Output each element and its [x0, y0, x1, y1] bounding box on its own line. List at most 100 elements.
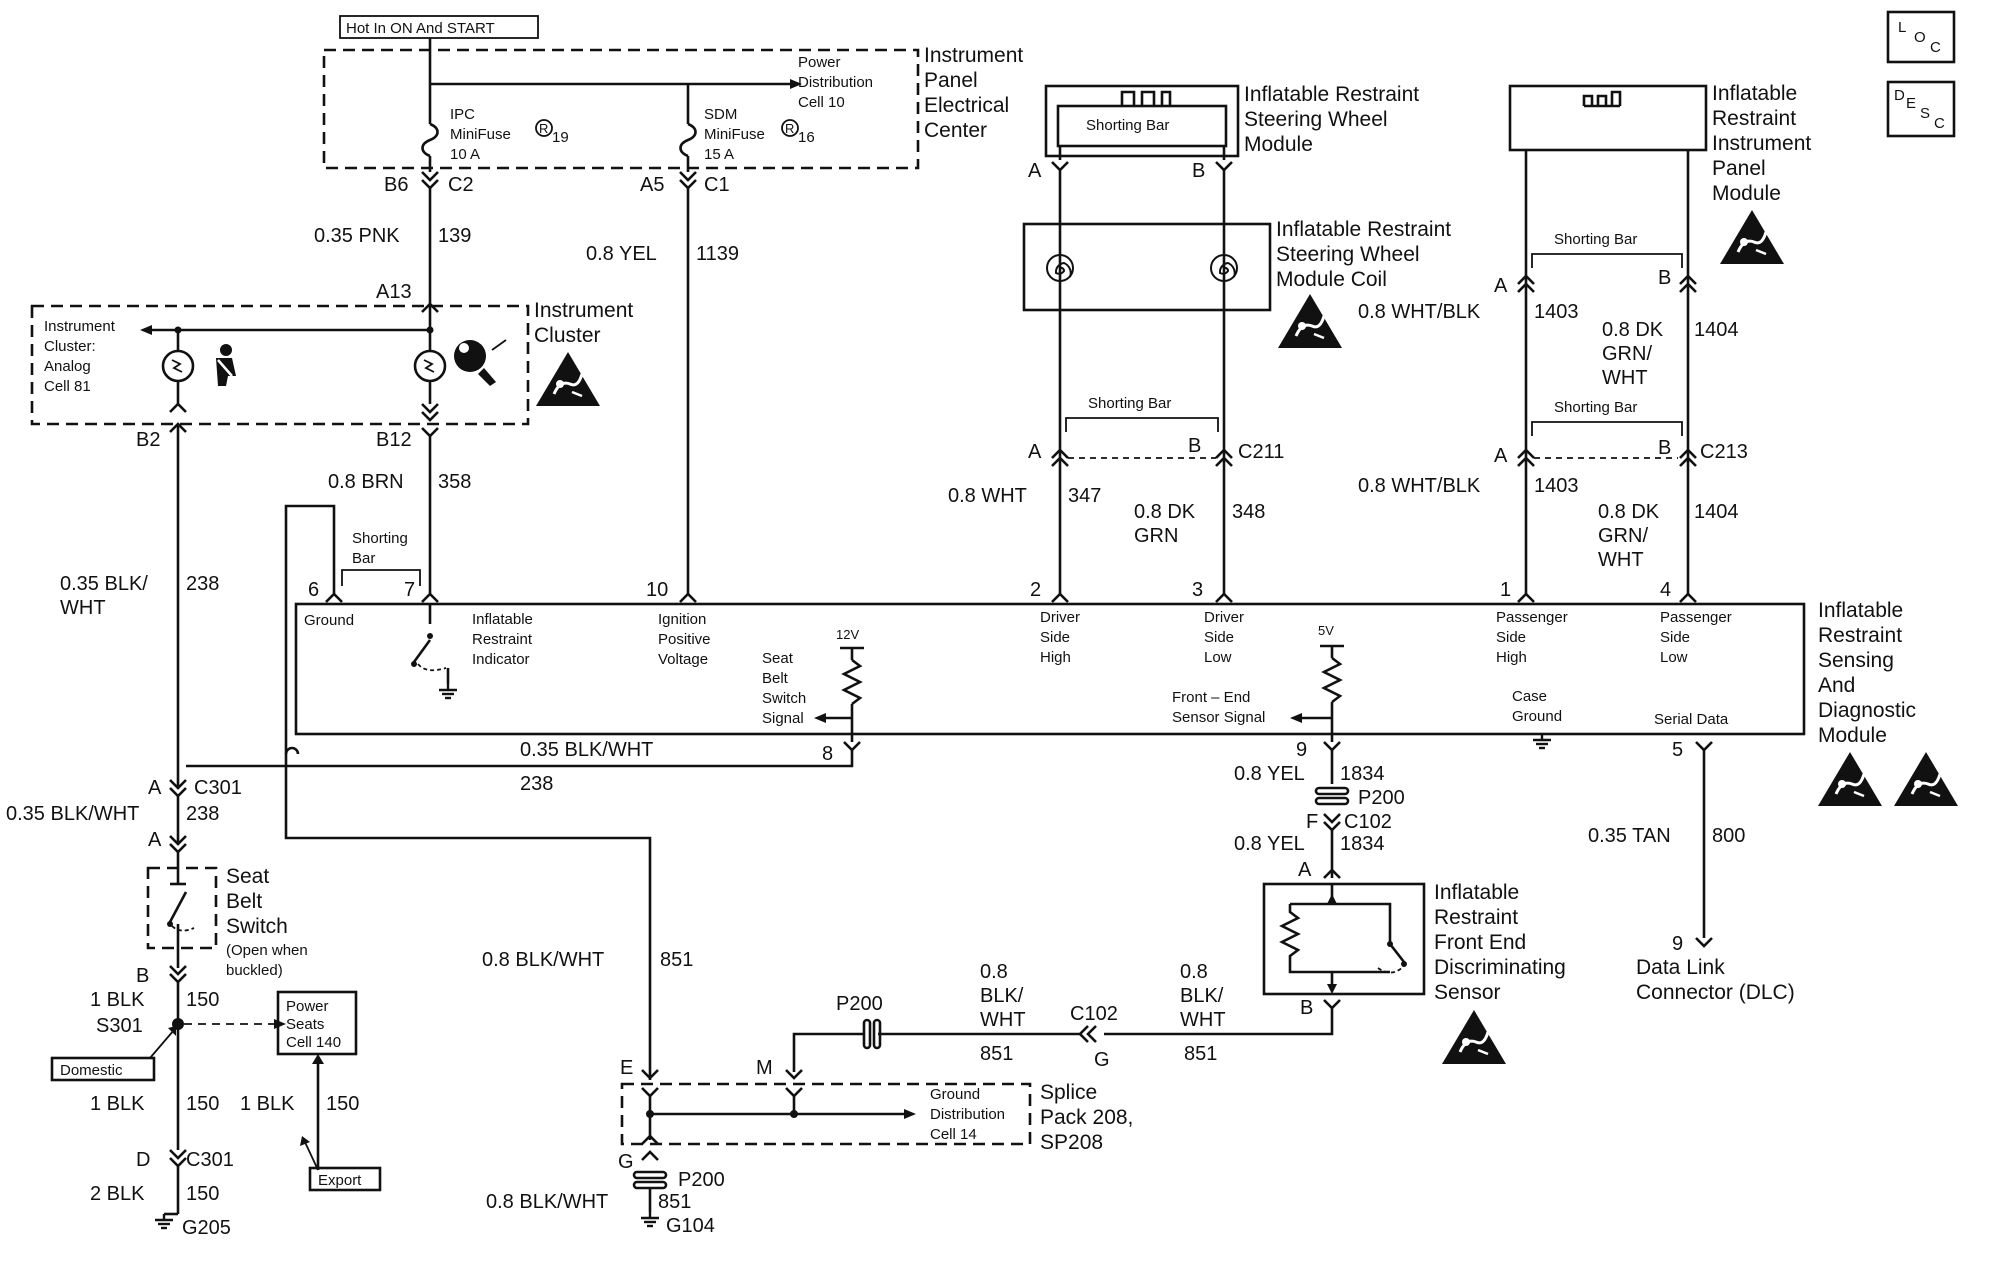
wire-800-number: 800 — [1712, 825, 1745, 847]
ipec-label-2: Panel — [924, 69, 978, 92]
connector-p200: P200 — [678, 1169, 725, 1191]
wire-1404-gauge-3: WHT — [1598, 549, 1644, 571]
esd-warning-icon — [1816, 750, 1884, 808]
serial-data-label: Serial Data — [1654, 711, 1729, 728]
passenger-low-label-1: Passenger — [1660, 609, 1732, 626]
connector-a: A — [1028, 441, 1042, 463]
hot-in-box — [339, 15, 539, 39]
wire-139-number: 139 — [438, 225, 471, 247]
ignition-label-3: Voltage — [658, 651, 708, 668]
wire-238-number: 238 — [186, 573, 219, 595]
wire-150-gauge: 1 BLK — [240, 1093, 295, 1115]
esd-warning-icon — [1718, 208, 1786, 266]
airbag-icon — [454, 339, 507, 386]
connector-a: A — [148, 777, 162, 799]
sdm-fuse-number: 16 — [798, 129, 815, 146]
pin-9: 9 — [1672, 933, 1683, 955]
wire-348-number: 348 — [1232, 501, 1265, 523]
voltage-12v: 12V — [836, 627, 859, 642]
wire-1404-number: 1404 — [1694, 319, 1739, 341]
connector-f: F — [1306, 811, 1318, 833]
domestic-label: Domestic — [60, 1062, 123, 1079]
wire-851-gauge-3: WHT — [1180, 1009, 1226, 1031]
connector-c102: C102 — [1070, 1003, 1118, 1025]
driver-high-label-2: Side — [1040, 629, 1070, 646]
pin-3: 3 — [1192, 579, 1203, 601]
power-seats-label-2: Seats — [286, 1016, 324, 1033]
front-end-signal-label-1: Front – End — [1172, 689, 1250, 706]
driver-high-label-3: High — [1040, 649, 1071, 666]
shorting-bar-label-1: Shorting — [352, 530, 408, 547]
connector-g: G — [618, 1151, 634, 1173]
indicator-label-2: Restraint — [472, 631, 533, 648]
wire-150-gauge: 1 BLK — [90, 1093, 145, 1115]
hot-in-label: Hot In ON And START — [346, 20, 495, 37]
seatbelt-signal-label-2: Belt — [762, 670, 789, 687]
seatbelt-switch-title-2: Belt — [226, 890, 262, 913]
seatbelt-signal-label-3: Switch — [762, 690, 806, 707]
wire-851-gauge-3: WHT — [980, 1009, 1026, 1031]
ignition-label-1: Ignition — [658, 611, 706, 628]
shorting-bar-label: Shorting Bar — [1088, 395, 1171, 412]
passenger-high-label-2: Side — [1496, 629, 1526, 646]
splice-s301: S301 — [96, 1015, 143, 1037]
ground-g104: G104 — [666, 1215, 715, 1237]
seatbelt-signal-label-1: Seat — [762, 650, 794, 667]
wire-1403-gauge: 0.8 WHT/BLK — [1358, 301, 1481, 323]
shorting-bar-label: Shorting Bar — [1554, 399, 1637, 416]
voltage-5v: 5V — [1318, 623, 1334, 638]
pin-4: 4 — [1660, 579, 1671, 601]
desc-letter-c: C — [1934, 115, 1945, 132]
wire-1404-gauge-3: WHT — [1602, 367, 1648, 389]
connector-b2: B2 — [136, 429, 160, 451]
reg-mark: R — [539, 121, 548, 136]
splice-pack: Ground Distribution Cell 14 Splice Pack … — [620, 1081, 1133, 1154]
wire-800-gauge: 0.35 TAN — [1588, 825, 1671, 847]
wire-348-gauge-1: 0.8 DK — [1134, 501, 1196, 523]
reg-mark: R — [785, 121, 794, 136]
coil-title-3: Module Coil — [1276, 268, 1387, 291]
passenger-high-label-1: Passenger — [1496, 609, 1568, 626]
ip-module-title-3: Instrument — [1712, 132, 1811, 155]
connector-b: B — [1300, 997, 1313, 1019]
wire-150-number: 150 — [186, 1093, 219, 1115]
wire-347-number: 347 — [1068, 485, 1101, 507]
ipec-label-3: Electrical — [924, 94, 1009, 117]
case-ground-symbol — [1531, 732, 1553, 750]
seatbelt-switch-note-2: buckled) — [226, 962, 283, 979]
wire-1404-gauge-1: 0.8 DK — [1602, 319, 1664, 341]
connector-a: A — [1028, 160, 1042, 182]
connector-p200: P200 — [836, 993, 883, 1015]
steering-module-title-3: Module — [1244, 133, 1313, 156]
sdm-module: 6 7 10 2 3 1 4 Ground Inflatable Restrai… — [294, 579, 1960, 808]
shorting-bar-label: Shorting Bar — [1554, 231, 1637, 248]
pin-1: 1 — [1500, 579, 1511, 601]
connector-a13: A13 — [376, 281, 412, 303]
desc-letter-e: E — [1906, 95, 1916, 112]
front-end-signal-label-2: Sensor Signal — [1172, 709, 1265, 726]
pin-7: 7 — [404, 579, 415, 601]
instrument-panel-module: Inflatable Restraint Instrument Panel Mo… — [1508, 82, 1811, 266]
steering-module-title-2: Steering Wheel — [1244, 108, 1388, 131]
wire-1139-number: 1139 — [696, 243, 739, 265]
pin-6: 6 — [308, 579, 319, 601]
front-end-sensor: Inflatable Restraint Front End Discrimin… — [1262, 881, 1566, 1066]
esd-warning-icon — [1276, 292, 1344, 350]
connector-c301: C301 — [194, 777, 242, 799]
wire-358-number: 358 — [438, 471, 471, 493]
wire-1403-number: 1403 — [1534, 475, 1579, 497]
dlc-label-1: Data Link — [1636, 956, 1725, 979]
loc-letter-c: C — [1930, 39, 1941, 56]
pdc-label-1: Power — [798, 54, 841, 71]
loc-badge[interactable]: L O C — [1886, 10, 1956, 64]
wire-1404-gauge-1: 0.8 DK — [1598, 501, 1660, 523]
driver-high-label-1: Driver — [1040, 609, 1080, 626]
wire-150-gauge: 1 BLK — [90, 989, 145, 1011]
sdm-fuse-label: SDM — [704, 106, 737, 123]
wire-238-gauge-1: 0.35 BLK/ — [60, 573, 148, 595]
desc-badge[interactable]: D E S C — [1886, 80, 1956, 138]
wire-139-gauge: 0.35 PNK — [314, 225, 400, 247]
instrument-cluster-title-1: Instrument — [534, 299, 633, 322]
indicator-label-1: Inflatable — [472, 611, 533, 628]
